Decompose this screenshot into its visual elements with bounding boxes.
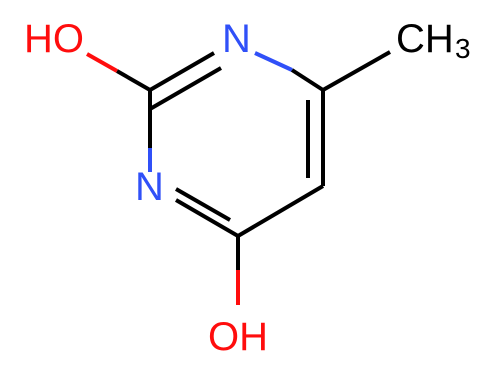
- atom-ho-top: HO: [24, 17, 84, 61]
- atom-methyl: CH: [396, 17, 454, 61]
- bond-c6-n1-b: [175, 187, 231, 222]
- atom-methyl-subscript: 3: [455, 33, 471, 64]
- bonds: [86, 50, 391, 305]
- bond-c2-oh-o: [86, 52, 118, 73]
- bond-c2-n3-b: [148, 66, 223, 111]
- atom-n-top: N: [222, 17, 251, 61]
- atom-n-left: N: [135, 165, 164, 209]
- bond-c2-n3-a: [148, 51, 216, 92]
- atom-labels: HO N N OH CH 3: [24, 17, 471, 359]
- bond-c2-oh-c: [116, 69, 151, 92]
- bond-c4-methyl: [322, 50, 391, 92]
- bond-n3-c4-n: [254, 51, 293, 72]
- atom-oh-bottom: OH: [208, 315, 268, 359]
- bond-c6-n1-a: [174, 198, 240, 238]
- bond-n3-c4-c: [290, 68, 325, 92]
- bond-c5-c6: [236, 184, 325, 238]
